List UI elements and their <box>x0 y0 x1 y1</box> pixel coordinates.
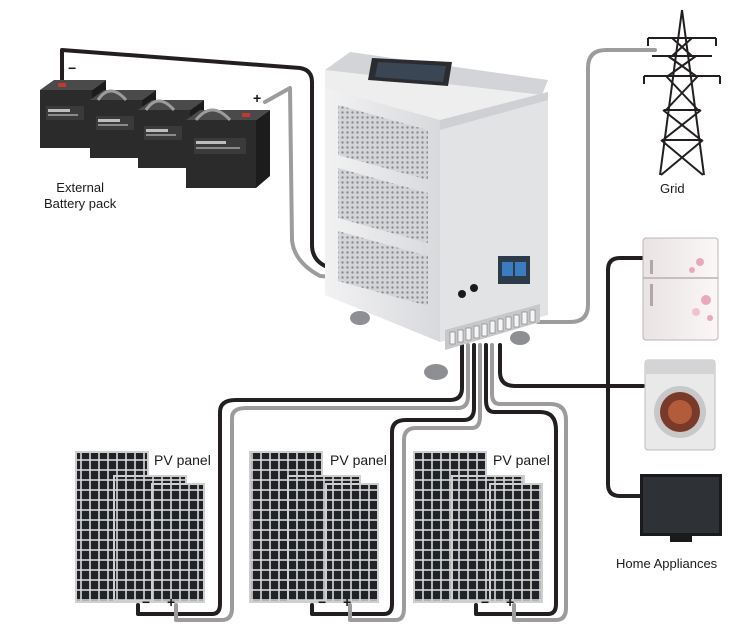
pv2-negative-wire <box>310 343 476 616</box>
inverter-cabinet <box>325 52 548 380</box>
home-appliances-label: Home Appliances <box>616 556 718 571</box>
caster-wheel <box>424 364 448 380</box>
pv-panel-label: PV panel <box>493 452 550 468</box>
pv-positive-sign: + <box>506 594 515 610</box>
pv3-positive-wire <box>490 343 568 622</box>
grid-label: Grid <box>660 181 685 196</box>
pv-array <box>249 451 379 603</box>
battery-pack-label: External Battery pack <box>44 180 117 211</box>
vent-grille <box>338 168 428 243</box>
washing-machine-icon <box>644 359 716 451</box>
grid-tower-icon <box>643 9 721 176</box>
pv1-negative-wire <box>136 343 464 616</box>
battery-negative-wire <box>60 48 464 296</box>
appliance-wire <box>498 343 610 388</box>
battery-terminal <box>470 284 478 292</box>
refrigerator-icon <box>642 237 719 341</box>
pv-negative-sign: − <box>318 594 327 610</box>
vent-grille <box>338 105 428 180</box>
pv-negative-sign: − <box>142 594 151 610</box>
battery-unit <box>186 110 270 188</box>
caster-wheel <box>510 331 530 345</box>
television-icon <box>640 474 722 542</box>
pv2-positive-wire <box>348 343 482 622</box>
pv-panel-label: PV panel <box>154 452 211 468</box>
appliance-trunk-wire <box>606 256 645 498</box>
pv-array <box>75 451 205 603</box>
battery-positive-wire <box>263 86 474 290</box>
pv-negative-sign: − <box>481 594 490 610</box>
caster-wheel <box>350 311 370 325</box>
grid-wire <box>536 48 657 324</box>
pv-positive-sign: + <box>167 594 176 610</box>
battery-pack <box>40 80 270 188</box>
pv1-positive-wire <box>174 343 470 622</box>
pv-panel-label: PV panel <box>330 452 387 468</box>
wiring <box>60 48 657 622</box>
pv3-negative-wire <box>474 343 558 616</box>
vent-grille <box>338 231 428 306</box>
pv-positive-sign: + <box>343 594 352 610</box>
pv-array <box>413 451 543 603</box>
battery-terminal <box>458 290 466 298</box>
battery-negative-sign: − <box>68 60 77 76</box>
battery-positive-sign: + <box>253 90 262 106</box>
